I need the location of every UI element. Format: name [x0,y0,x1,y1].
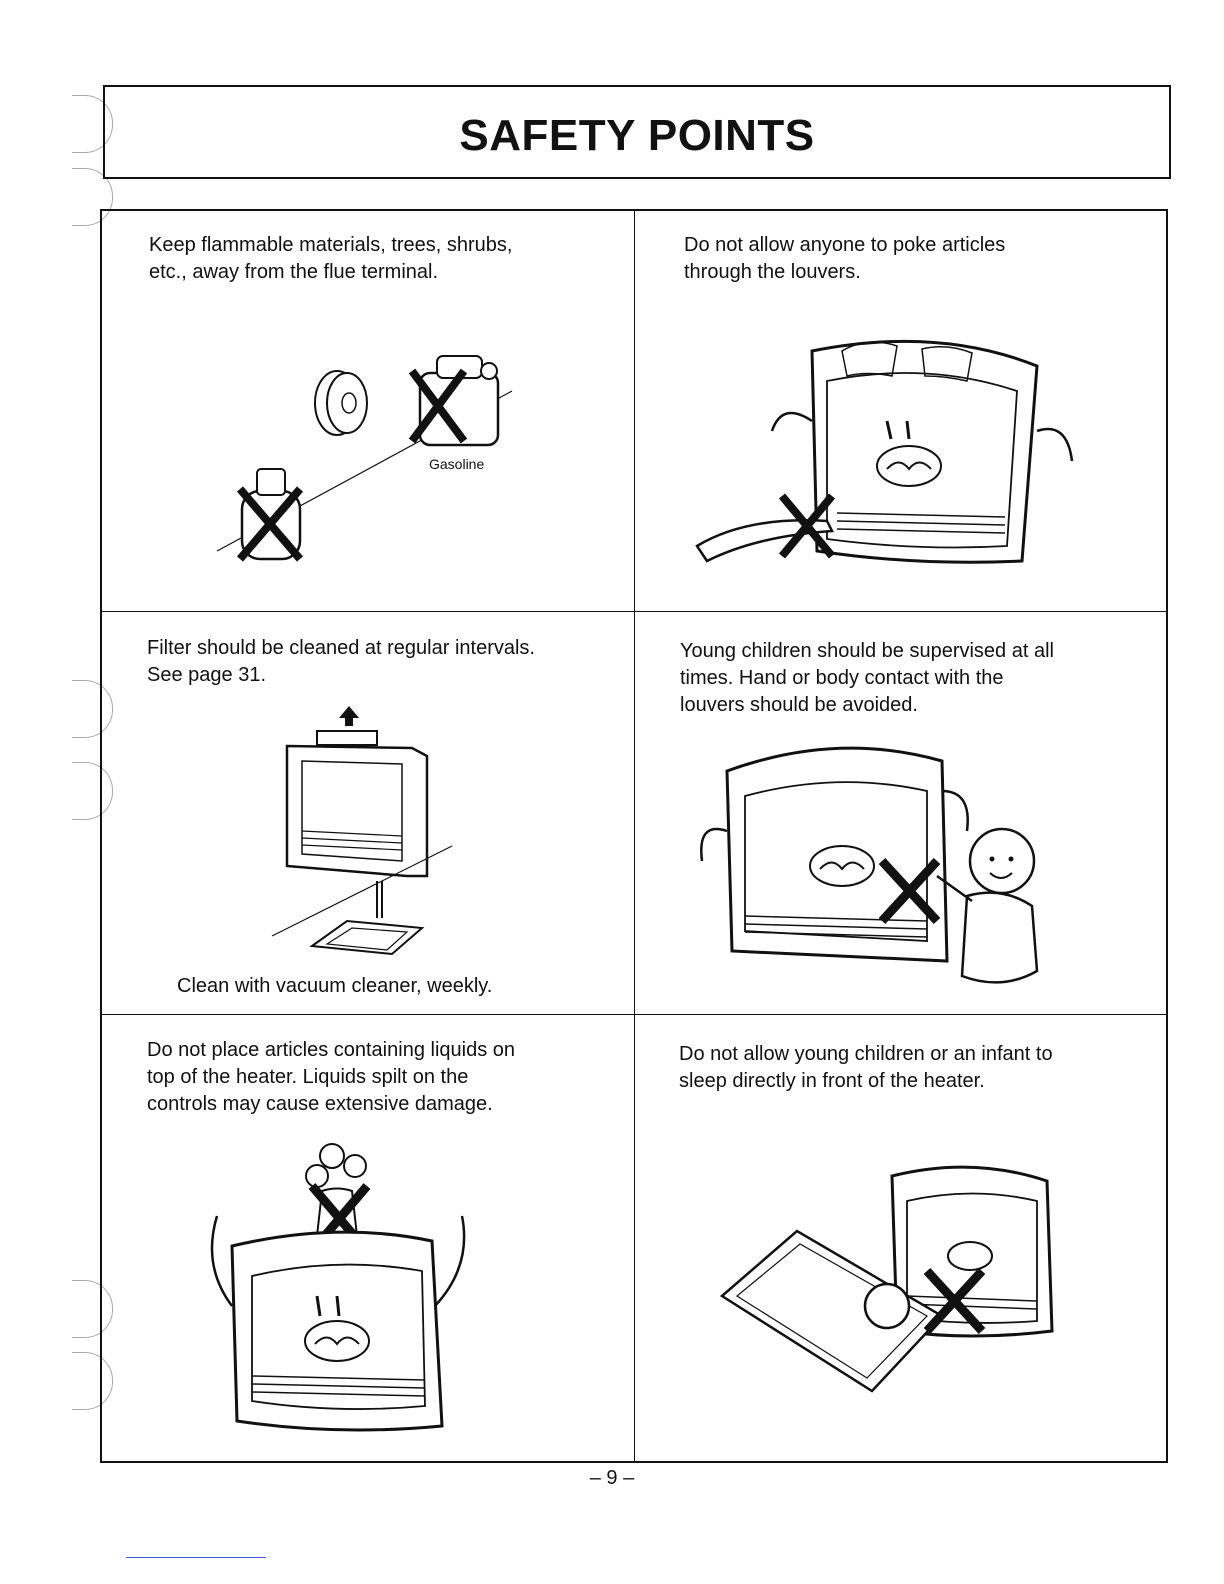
flammables-illustration [216,355,513,562]
grid-row-divider [102,611,1166,612]
safety-point-text: Do not allow young children or an infant… [679,1041,1053,1095]
text-line: controls may cause extensive damage. [147,1093,493,1115]
text-line: Do not allow anyone to poke articles [684,234,1006,256]
text-line: Young children should be supervised at a… [680,640,1054,662]
gasoline-label: Gasoline [429,456,485,472]
safety-point-text: Do not allow anyone to poke articles thr… [684,232,1005,286]
text-line: sleep directly in front of the heater. [679,1070,985,1092]
text-line: Do not allow young children or an infant… [679,1043,1053,1065]
grid-vertical-divider [634,211,635,1461]
liquids-on-heater-illustration [210,1143,466,1432]
filter-cleaning-illustration [271,706,453,956]
text-line: See page 31. [147,664,266,686]
text-line: top of the heater. Liquids spilt on the [147,1066,469,1088]
text-line: Keep flammable materials, trees, shrubs, [149,234,513,256]
vacuum-caption: Clean with vacuum cleaner, weekly. [177,975,493,997]
text-line: louvers should be avoided. [680,694,918,716]
safety-point-text: Filter should be cleaned at regular inte… [147,635,535,689]
text-line: Do not place articles containing liquids… [147,1039,515,1061]
safety-point-text: Keep flammable materials, trees, shrubs,… [149,232,513,286]
text-line: times. Hand or body contact with the [680,667,1004,689]
text-line: Filter should be cleaned at regular inte… [147,637,535,659]
poking-louvers-illustration [695,339,1074,564]
link-underline [126,1557,266,1558]
infant-sleeping-illustration [719,1165,1054,1393]
text-line: through the louvers. [684,261,861,283]
page-number: – 9 – [589,1467,635,1489]
grid-row-divider [102,1014,1166,1015]
title-box: SAFETY POINTS [103,85,1171,179]
child-touching-heater-illustration [700,746,1039,984]
safety-point-text: Do not place articles containing liquids… [147,1037,515,1118]
text-line: etc., away from the flue terminal. [149,261,439,283]
safety-grid: Keep flammable materials, trees, shrubs,… [100,209,1168,1463]
page-title: SAFETY POINTS [459,111,815,160]
safety-point-text: Young children should be supervised at a… [680,638,1054,719]
